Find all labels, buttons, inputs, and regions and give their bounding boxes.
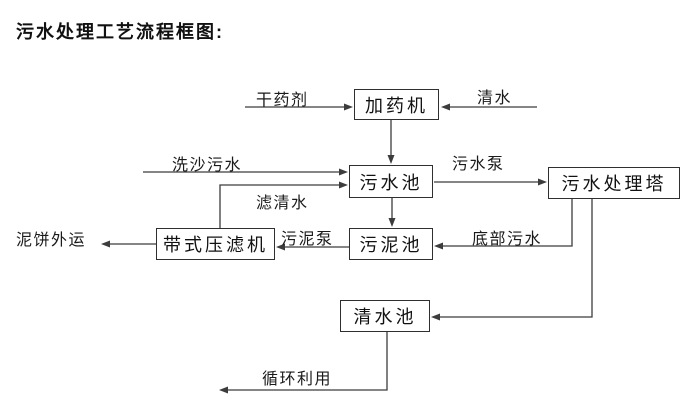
node-label: 污水处理塔 bbox=[561, 174, 667, 194]
edge-label-recycling: 循环利用 bbox=[262, 371, 333, 388]
arrow-dosing-to-sewage-pool bbox=[387, 120, 395, 164]
node-sewage-pool: 污水池 bbox=[349, 165, 433, 198]
node-sludge-pool: 污泥池 bbox=[349, 228, 433, 260]
edge-label-sewage-pump: 污水泵 bbox=[452, 156, 505, 173]
edge-label-dry-agent: 干药剂 bbox=[256, 92, 309, 109]
edge-label-bottom-sewage: 底部污水 bbox=[472, 231, 543, 248]
node-label: 带式压滤机 bbox=[163, 235, 268, 255]
node-label: 加药机 bbox=[365, 95, 428, 116]
edge-label-clean-water: 清水 bbox=[477, 90, 513, 107]
arrow-mud-cake-outbound bbox=[101, 240, 156, 248]
edge-label-sand-washing-sewage: 洗沙污水 bbox=[172, 157, 243, 174]
node-clean-water-pool: 清水池 bbox=[340, 300, 430, 332]
node-label: 污泥池 bbox=[359, 235, 423, 255]
arrow-tower-to-clean-water-pool bbox=[431, 199, 593, 321]
node-belt-filter-press: 带式压滤机 bbox=[156, 228, 275, 260]
edge-label-sludge-pump: 污泥泵 bbox=[281, 231, 334, 248]
node-label: 污水池 bbox=[359, 172, 423, 193]
arrow-sewage-pool-to-sludge-pool bbox=[388, 198, 396, 227]
edge-label-filtered-water: 滤清水 bbox=[256, 195, 309, 212]
edge-label-mud-cake-outbound: 泥饼外运 bbox=[16, 232, 87, 249]
node-dosing-machine: 加药机 bbox=[354, 89, 439, 120]
diagram-title: 污水处理工艺流程框图: bbox=[16, 22, 224, 42]
node-sewage-treatment-tower: 污水处理塔 bbox=[548, 167, 680, 199]
node-label: 清水池 bbox=[353, 307, 417, 327]
arrow-sewage-pump bbox=[434, 178, 547, 186]
